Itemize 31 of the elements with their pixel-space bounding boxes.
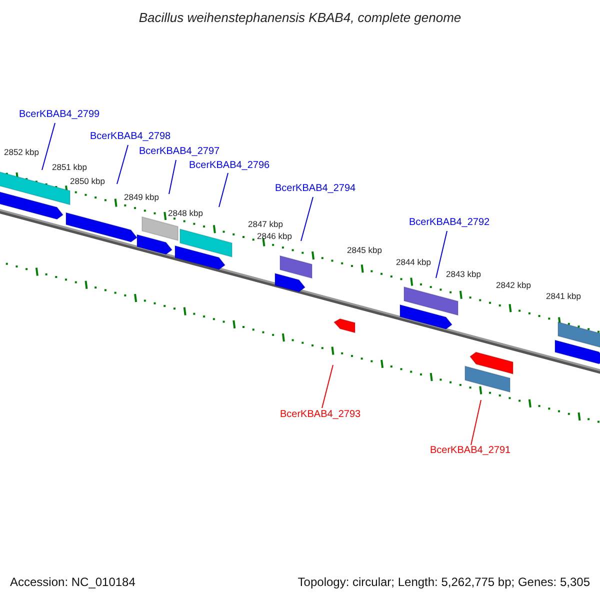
genome-info-text: Topology: circular; Length: 5,262,775 bp; Genes: 5,305 <box>298 576 590 588</box>
scale-label: 2851 kbp <box>52 163 87 172</box>
gene-label: BcerKBAB4_2791 <box>430 446 511 456</box>
scale-label: 2841 kbp <box>546 292 581 300</box>
leader-line <box>470 400 482 446</box>
leader-line <box>42 122 56 170</box>
scale-label: 2847 kbp <box>248 220 283 228</box>
scale-label: 2845 kbp <box>347 246 382 254</box>
scale-label: 2843 kbp <box>446 270 481 278</box>
gene-label: BcerKBAB4_2798 <box>90 132 171 142</box>
gene-label: BcerKBAB4_2799 <box>19 110 100 120</box>
leader-line <box>436 230 448 278</box>
gene-label: BcerKBAB4_2792 <box>409 218 490 228</box>
scale-label: 2846 kbp <box>257 232 292 240</box>
gene-label: BcerKBAB4_2797 <box>139 147 220 157</box>
gene-label: BcerKBAB4_2793 <box>280 410 361 420</box>
scale-label: 2850 kbp <box>70 177 105 186</box>
scale-label: 2844 kbp <box>396 258 431 266</box>
leader-line <box>116 144 128 184</box>
title: Bacillus weihenstephanensis KBAB4, complete genome <box>138 11 462 24</box>
scale-label: 2848 kbp <box>168 209 203 218</box>
leader-line <box>300 196 314 242</box>
leader-line <box>218 172 228 208</box>
accession-text: Accession: NC_010184 <box>10 576 136 588</box>
gene-label: BcerKBAB4_2796 <box>189 161 270 171</box>
gene-label: BcerKBAB4_2794 <box>275 184 356 194</box>
scale-label: 2852 kbp <box>4 148 39 156</box>
leader-line <box>322 364 334 408</box>
leader-line <box>168 160 176 194</box>
scale-label: 2849 kbp <box>124 193 159 202</box>
scale-label: 2842 kbp <box>496 281 531 290</box>
